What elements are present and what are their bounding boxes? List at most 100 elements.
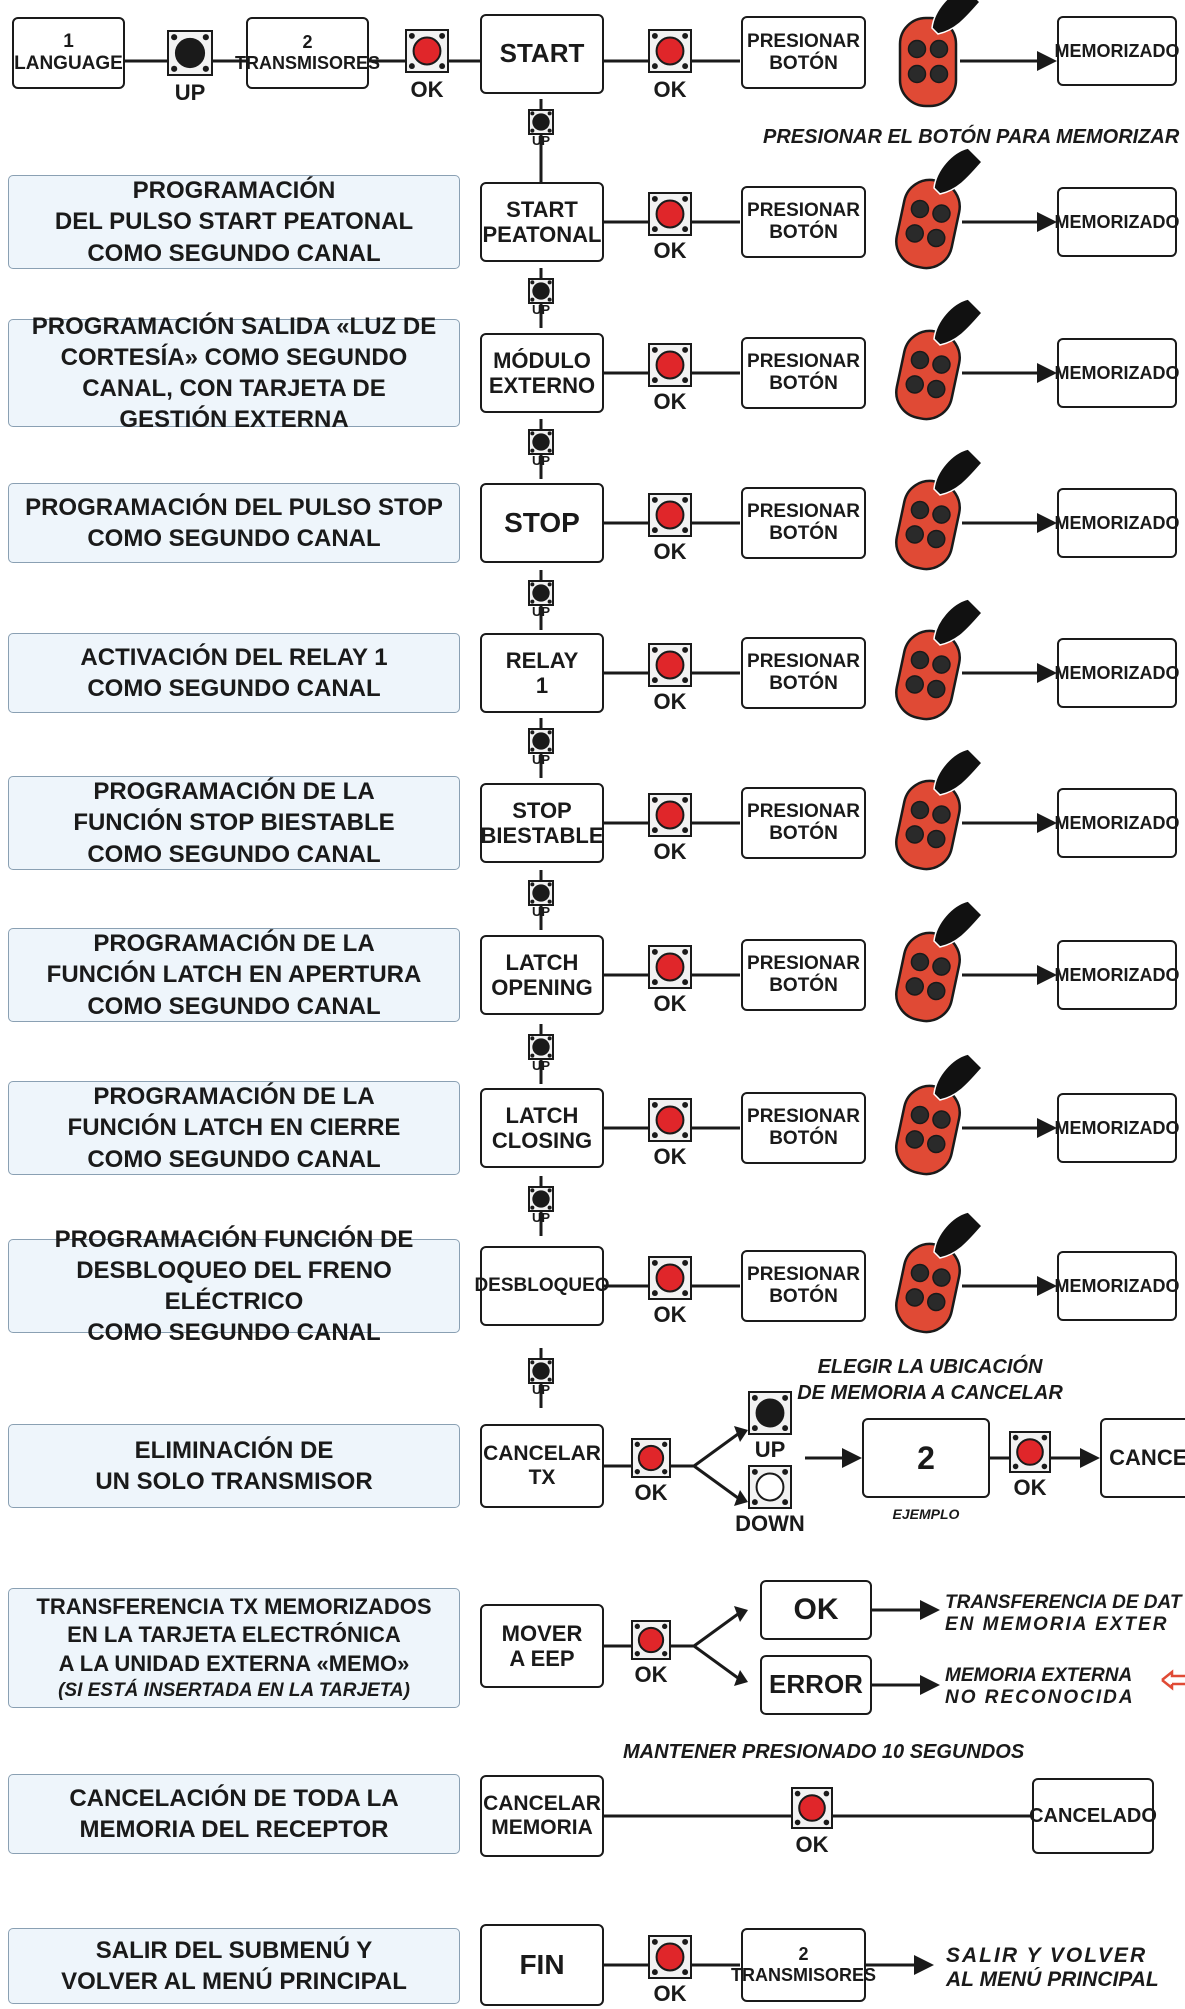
pressing-hand-icon: [933, 1211, 984, 1259]
transmisores-label: TRANSMISORES: [235, 53, 381, 73]
row-description: SALIR DEL SUBMENÚ Y VOLVER AL MENÚ PRINCI…: [8, 1928, 460, 2004]
arrow-head-icon: [1037, 513, 1057, 533]
row-function-box: DESBLOQUEO: [474, 1246, 610, 1326]
function-label: MÓDULO: [493, 347, 591, 373]
memory-number: 2: [917, 1439, 935, 1476]
function-label: PEATONAL: [482, 222, 602, 247]
ok-label: OK: [653, 539, 687, 564]
press-note: PRESIONAR EL BOTÓN PARA MEMORIZAR: [763, 126, 1180, 148]
description-line: PROGRAMACIÓN SALIDA «LUZ DE: [31, 312, 437, 340]
memorizado-label: MEMORIZADO: [1054, 1275, 1180, 1296]
up-button-icon: [748, 1391, 792, 1435]
memorizado-box: MEMORIZADO: [1054, 1251, 1180, 1321]
up-button-icon: [528, 728, 554, 754]
description-line: COMO SEGUNDO CANAL: [87, 239, 381, 267]
remote-control-icon: [895, 779, 961, 871]
arrow-head-icon: [1037, 1118, 1057, 1138]
ok-label: OK: [653, 238, 687, 263]
function-label: START: [506, 196, 578, 222]
up-label: UP: [754, 1437, 786, 1462]
up-button-icon: [528, 109, 554, 135]
down-label: DOWN: [735, 1511, 805, 1536]
function-label: LATCH: [505, 949, 579, 975]
up-label: UP: [531, 302, 551, 317]
press-label: BOTÓN: [769, 523, 838, 544]
example-label: EJEMPLO: [892, 1506, 960, 1522]
ok-button-icon: [648, 192, 692, 236]
up-button-icon: [528, 278, 554, 304]
arrow-head-icon: [1037, 212, 1057, 232]
ok-button-icon: [648, 1256, 692, 1300]
description-line: MEMORIA DEL RECEPTOR: [79, 1816, 389, 1843]
fin-label: FIN: [519, 1948, 565, 1980]
up-button-icon: [528, 580, 554, 606]
up-label: UP: [531, 1058, 551, 1073]
memorizado-box: MEMORIZADO: [1054, 187, 1180, 257]
up-label: UP: [531, 453, 551, 468]
arrow-head-icon: [1037, 663, 1057, 683]
function-label: LATCH: [505, 1102, 579, 1128]
description-line: COMO SEGUNDO CANAL: [87, 1145, 381, 1173]
arrow-head-icon: [1080, 1448, 1100, 1468]
arrow-head-icon: [920, 1675, 940, 1695]
ok-label: OK: [653, 1981, 687, 2006]
remote-control-icon: [895, 629, 961, 721]
description-line: COMO SEGUNDO CANAL: [87, 675, 381, 702]
function-label: MEMORIA: [491, 1816, 593, 1839]
cancel-label: CANCEL: [1109, 1445, 1185, 1471]
press-label: BOTÓN: [769, 1286, 838, 1307]
description-line: TRANSFERENCIA TX MEMORIZADOS: [36, 1593, 432, 1619]
ok-button-icon: [631, 1620, 671, 1660]
language-label: LANGUAGE: [14, 53, 123, 74]
ok-button-icon: [791, 1787, 833, 1829]
description-line: GESTIÓN EXTERNA: [119, 406, 349, 434]
press-label: BOTÓN: [769, 1128, 838, 1149]
memorizado-label: MEMORIZADO: [1054, 211, 1180, 232]
down-button-icon: [748, 1465, 792, 1509]
transfer-text: TRANSFERENCIA DE DAT: [945, 1592, 1182, 1613]
arrow-head-icon: [1037, 813, 1057, 833]
memorizado-box: MEMORIZADO: [1055, 1093, 1180, 1163]
error-label: ERROR: [769, 1669, 863, 1700]
description-line: VOLVER AL MENÚ PRINCIPAL: [61, 1968, 407, 1995]
function-label: CLOSING: [491, 1128, 593, 1153]
memorizado-box: MEMORIZADO: [1055, 638, 1180, 708]
up-label: UP: [531, 752, 551, 767]
remote-control-icon: [895, 178, 961, 270]
memorizado-label: MEMORIZADO: [1054, 964, 1180, 985]
ok-button-icon: [648, 793, 692, 837]
ok-result-box: OK: [760, 1580, 872, 1640]
description-line: SALIR DEL SUBMENÚ Y: [95, 1936, 373, 1964]
ok-button-icon: [648, 945, 692, 989]
pressing-hand-icon: [933, 598, 984, 646]
up-label: UP: [531, 1210, 551, 1225]
remote-control-icon: [895, 1084, 961, 1176]
description-line: PROGRAMACIÓN DEL PULSO STOP: [25, 493, 443, 521]
press-label: PRESIONAR: [747, 1264, 860, 1286]
description-line: PROGRAMACIÓN: [132, 177, 336, 205]
up-label: UP: [531, 1382, 551, 1397]
press-label: PRESIONAR: [747, 200, 860, 222]
ok-button-icon: [1009, 1431, 1051, 1473]
up-label: UP: [174, 80, 206, 105]
press-label: PRESIONAR: [747, 953, 860, 975]
function-label: OPENING: [491, 975, 593, 1000]
up-button-icon: [528, 1034, 554, 1060]
memorizado-box: MEMORIZADO: [1055, 788, 1180, 858]
arrow-head-icon: [914, 1955, 934, 1975]
ok-label: OK: [653, 1144, 687, 1169]
function-label: RELAY: [505, 647, 579, 673]
description-line: PROGRAMACIÓN FUNCIÓN DE: [54, 1225, 414, 1253]
